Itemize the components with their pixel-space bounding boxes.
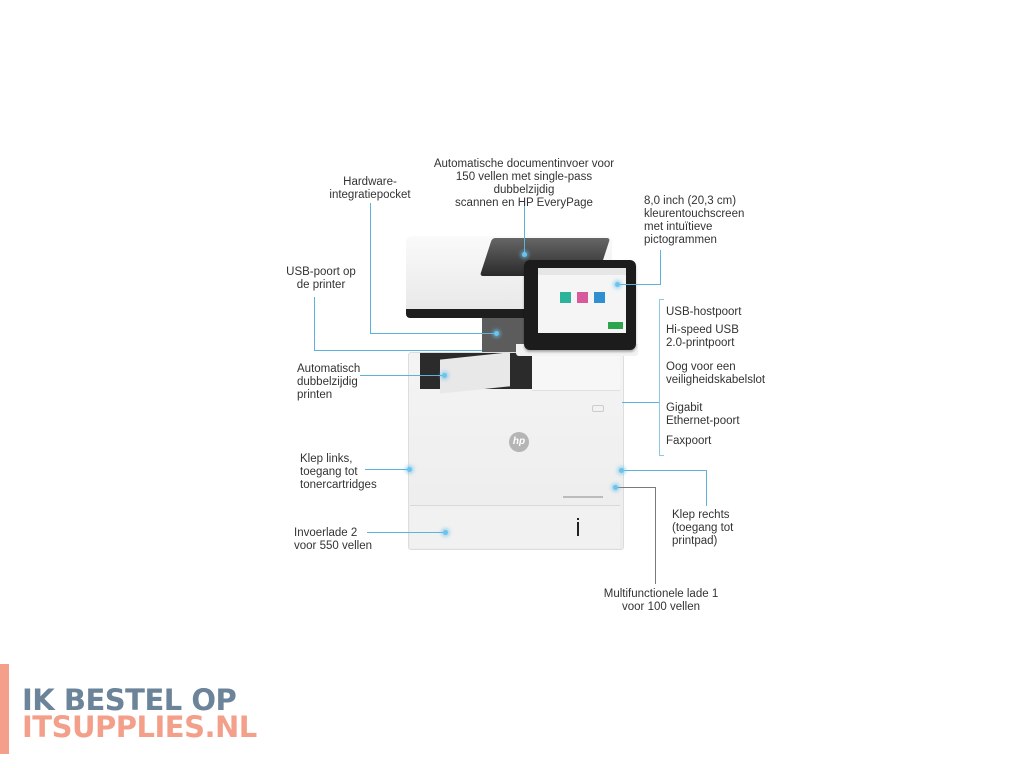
label-hardware-pocket: Hardware- integratiepocket xyxy=(329,176,411,201)
label-adf: Automatische documentinvoer voor 150 vel… xyxy=(433,158,615,209)
callout-dot-tray2 xyxy=(443,530,448,535)
label-port-usb-host: USB-hostpoort xyxy=(666,306,742,318)
callout-line-left-door xyxy=(365,469,409,470)
label-duplex: Automatisch dubbelzijdig printen xyxy=(297,363,361,401)
copy-app-icon xyxy=(560,292,571,303)
touchscreen-header xyxy=(538,268,626,275)
callout-dot-hardware-pocket xyxy=(494,331,499,336)
callout-line-duplex xyxy=(360,375,444,376)
power-button xyxy=(592,405,604,412)
callout-line-right-door-v xyxy=(706,470,707,506)
input-tray-2 xyxy=(410,505,620,548)
callout-line-usb-h xyxy=(314,350,482,351)
tray-handle xyxy=(577,522,579,536)
callout-line-hardware-pocket xyxy=(370,203,371,334)
callout-line-ports xyxy=(622,402,659,403)
callout-line-usb xyxy=(314,297,315,351)
callout-dot-adf xyxy=(522,252,527,257)
callout-line-tray1 xyxy=(616,487,656,488)
label-tray1: Multifunctionele lade 1 voor 100 vellen xyxy=(603,588,719,613)
label-usb-printer: USB-poort op de printer xyxy=(286,266,356,291)
callout-line-right-door xyxy=(622,470,706,471)
callout-dot-right-door xyxy=(619,468,624,473)
callout-dot-tray1 xyxy=(613,485,618,490)
callout-line-tray2 xyxy=(367,532,445,533)
label-tray2: Invoerlade 2 voor 550 vellen xyxy=(294,527,372,552)
hp-logo: hp xyxy=(509,432,529,452)
callout-line-tray1-v xyxy=(655,487,656,584)
logo-line-1[interactable]: IK BESTEL OP xyxy=(22,683,237,717)
start-button xyxy=(608,322,623,329)
callout-dot-duplex xyxy=(442,373,447,378)
print-app-icon xyxy=(594,292,605,303)
ports-bracket xyxy=(659,299,664,456)
label-port-security-slot: Oog voor een veiligheidskabelslot xyxy=(666,361,766,386)
label-port-usb-print: Hi-speed USB 2.0-printpoort xyxy=(666,324,739,349)
callout-line-touchscreen-h xyxy=(620,284,660,285)
model-label xyxy=(563,496,603,498)
scan-app-icon xyxy=(577,292,588,303)
logo-accent-bar xyxy=(0,664,9,754)
label-port-ethernet: Gigabit Ethernet-poort xyxy=(666,402,740,427)
callout-dot-touchscreen xyxy=(615,282,620,287)
callout-line-touchscreen xyxy=(660,250,661,285)
callout-line-adf xyxy=(524,198,525,254)
logo-line-2[interactable]: ITSUPPLIES.NL xyxy=(22,710,257,744)
label-right-door: Klep rechts (toegang tot printpad) xyxy=(672,509,734,547)
callout-line-hardware-pocket-h xyxy=(370,333,496,334)
scanner-bar xyxy=(406,309,536,318)
tray-handle-dot xyxy=(577,518,579,520)
upper-right-panel xyxy=(532,352,620,391)
label-port-fax: Faxpoort xyxy=(666,435,712,447)
label-left-door: Klep links, toegang tot tonercartridges xyxy=(300,453,377,491)
label-touchscreen: 8,0 inch (20,3 cm) kleurentouchscreen me… xyxy=(644,195,745,246)
callout-dot-left-door xyxy=(407,467,412,472)
